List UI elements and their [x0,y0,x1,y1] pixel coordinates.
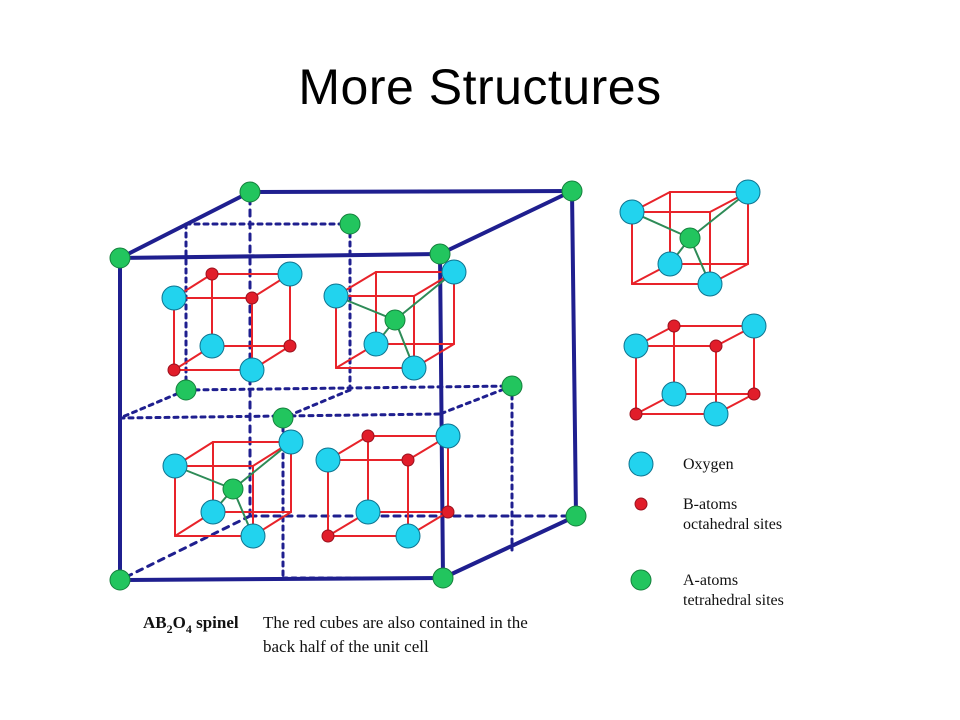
b-atom [747,387,761,401]
red-dot-icon [634,497,648,511]
a-atom [561,180,583,202]
formula-ab: AB [143,613,167,632]
frame-dotted-line [184,384,514,392]
legend-label: A-atoms [683,572,738,589]
a-atom [501,375,523,397]
frame-dotted-line [118,388,188,420]
oxygen-atom [363,331,389,357]
frame-edge [118,252,442,260]
legend-label: octahedral sites [683,516,782,533]
oxygen-atom [657,251,683,277]
oxygen-atom [323,283,349,309]
a-atom [565,505,587,527]
a-atom [109,569,131,591]
sub-cubes [161,179,767,549]
oxygen-atom [435,423,461,449]
oxygen-atom [162,453,188,479]
b-atom [401,453,415,467]
sub-cube-oct-top-left [161,261,303,383]
b-atom [167,363,181,377]
b-atom [205,267,219,281]
a-atom [109,247,131,269]
oxygen-atom [199,333,225,359]
a-atom [679,227,701,249]
b-atom [667,319,681,333]
frame-hidden-edge [118,514,252,582]
reference-cube-tetrahedral [619,179,761,297]
green-dot-icon [630,569,652,591]
sub-cube-tet-top-right [323,259,467,381]
oxygen-atom [395,523,421,549]
oxygen-atom [741,313,767,339]
a-atom [429,243,451,265]
legend-label: tetrahedral sites [683,592,784,609]
caption-line-2: back half of the unit cell [263,637,429,656]
oxygen-atom [355,499,381,525]
oxygen-atom [703,401,729,427]
a-atom [175,379,197,401]
oxygen-atom [161,285,187,311]
a-atom [384,309,406,331]
frame-edge [441,514,578,580]
oxygen-atom [315,447,341,473]
oxygen-atom [623,333,649,359]
b-atom [245,291,259,305]
oxygen-atom [200,499,226,525]
oxygen-atom [619,199,645,225]
a-atom [432,567,454,589]
frame-edge [570,189,578,518]
b-atom [321,529,335,543]
formula-sub-4: 4 [186,622,192,636]
formula-spinel: spinel [192,613,239,632]
b-atom [283,339,297,353]
b-atom [629,407,643,421]
frame-edge [118,576,445,582]
cyan-circle-icon [628,451,654,477]
a-atom [222,478,244,500]
b-atom [361,429,375,443]
a-atom [339,213,361,235]
oxygen-atom [697,271,723,297]
formula-o: O [173,613,186,632]
oxygen-atom [661,381,687,407]
caption: AB2O4 spinel The red cubes are also cont… [143,613,528,656]
sub-cube-oct-bottom-right [315,423,461,549]
a-atom [239,181,261,203]
frame-dotted-line [118,412,442,420]
oxygen-atom [278,429,304,455]
a-atom [272,407,294,429]
caption-formula: AB2O4 spinel [143,613,239,636]
oxygen-atom [240,523,266,549]
b-atom [441,505,455,519]
oxygen-atom [239,357,265,383]
oxygen-atom [277,261,303,287]
bond-line [394,271,455,321]
oxygen-atom [735,179,761,205]
unit-cell-frame [109,180,587,591]
frame-dotted-line [281,388,352,420]
frame-dotted-line [438,384,514,416]
b-atom [709,339,723,353]
reference-cube-octahedral [623,313,767,427]
frame-edge [438,252,445,580]
oxygen-atom [401,355,427,381]
legend-label: B-atoms [683,496,737,513]
slide-title: More Structures [298,59,662,115]
frame-edge [438,189,574,256]
frame-edge [248,189,574,194]
formula-sub-2: 2 [167,622,173,636]
caption-line-1: The red cubes are also contained in the [263,613,528,632]
legend-label: Oxygen [683,456,734,473]
oxygen-atom [441,259,467,285]
sub-cube-tet-bottom-left [162,429,304,549]
